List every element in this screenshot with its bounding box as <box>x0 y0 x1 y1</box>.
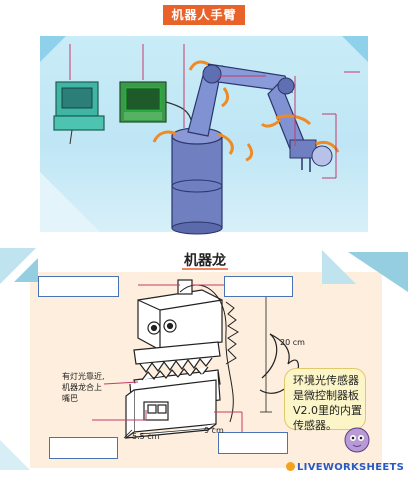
answer-box[interactable] <box>38 276 119 297</box>
robot-dragon-drawing <box>92 279 299 440</box>
watermark-logo-icon <box>286 462 295 471</box>
robot-arm-segments-icon <box>187 63 333 172</box>
dimension-width: 9 cm <box>204 426 224 435</box>
corner-decoration <box>40 172 100 232</box>
dragon-body-icon <box>125 379 217 440</box>
answer-box[interactable] <box>218 432 288 454</box>
sensor-note: 环境光传感器 是微控制器板 V2.0里的内置 传感器。 <box>284 368 366 432</box>
page-title: 机器人手臂 <box>163 5 245 25</box>
corner-decoration <box>342 36 368 62</box>
answer-box[interactable] <box>224 276 293 297</box>
answer-box[interactable] <box>49 437 118 459</box>
control-panel-icon <box>119 81 167 123</box>
computer-terminal-icon <box>53 81 105 145</box>
dimension-depth: 5.5 cm <box>132 432 160 441</box>
rotation-arrow-icon <box>152 60 340 162</box>
dragon-head-icon <box>137 279 223 351</box>
section-title: 机器龙 <box>184 253 226 269</box>
title-underline <box>182 268 228 270</box>
corner-decoration <box>348 252 408 292</box>
hint-text: 有灯光靠近, 机器龙合上 嘴巴 <box>62 372 105 403</box>
label-line <box>69 44 360 179</box>
corner-decoration <box>0 440 30 470</box>
corner-decoration <box>14 258 38 282</box>
mascot-icon <box>344 427 370 453</box>
corner-decoration <box>40 36 66 62</box>
label-line <box>92 284 243 432</box>
watermark: LIVEWORKSHEETS <box>286 462 404 473</box>
dragon-tail-icon <box>259 333 299 394</box>
robot-base-icon <box>171 127 223 235</box>
dragon-spikes-icon <box>225 301 239 365</box>
robot-arm-drawing <box>53 44 360 235</box>
dimension-height: 20 cm <box>280 338 305 347</box>
